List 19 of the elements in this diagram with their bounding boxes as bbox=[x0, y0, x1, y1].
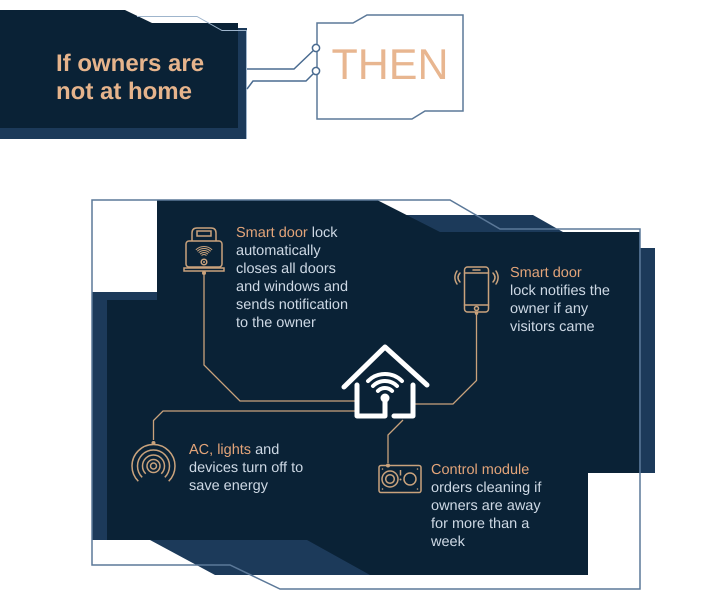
house-wifi-icon bbox=[340, 343, 431, 420]
signal-rings-icon bbox=[130, 440, 177, 484]
title-banner bbox=[0, 8, 247, 139]
dial-panel-icon bbox=[378, 463, 422, 494]
smartphone-icon bbox=[452, 266, 501, 315]
padlock-icon bbox=[183, 226, 225, 275]
connector-line bbox=[431, 315, 478, 405]
then-frame bbox=[316, 14, 464, 121]
description-text: Smart door lock automatically closes all doors and windows and sends notification to the owner bbox=[236, 224, 350, 332]
connector-line bbox=[247, 44, 320, 70]
condition-heading: If owners are not at home bbox=[56, 50, 206, 106]
connector-line bbox=[387, 420, 404, 463]
then-heading: THEN bbox=[330, 40, 450, 91]
connector-line bbox=[152, 410, 340, 440]
description-text: Control module orders cleaning if owners are away for more than a week bbox=[431, 461, 542, 551]
connector-line bbox=[203, 275, 340, 402]
connector-line bbox=[246, 66, 320, 90]
description-text: Smart door lock notifies the owner if any visitors came bbox=[510, 264, 611, 336]
description-text: AC, lights and devices turn off to save energy bbox=[189, 441, 304, 495]
